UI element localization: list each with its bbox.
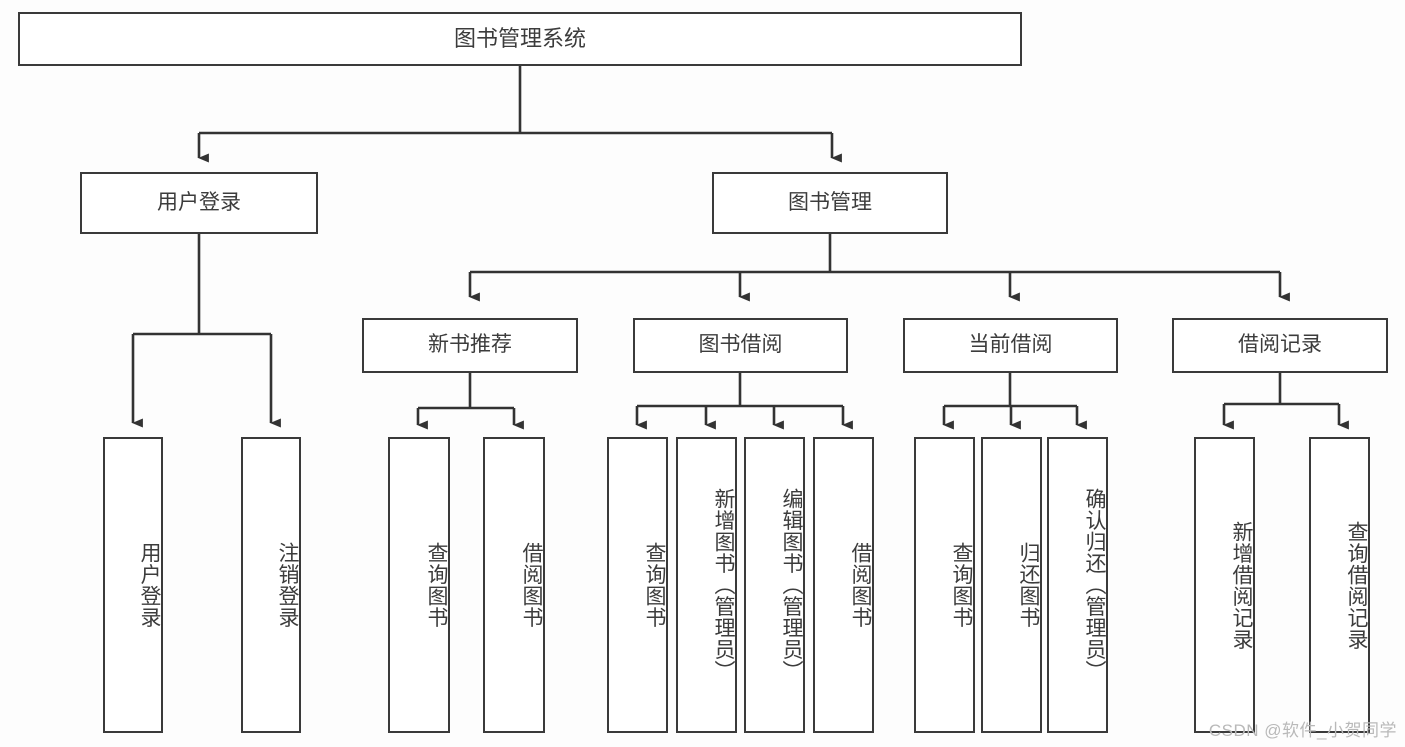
leaf-label: 新增图书（管理员） xyxy=(712,488,735,682)
node-user-login[interactable]: 用户登录 xyxy=(80,172,318,234)
node-current-borrow[interactable]: 当前借阅 xyxy=(903,318,1118,373)
leaf-label: 查询图书 xyxy=(425,542,448,628)
node-book-management[interactable]: 图书管理 xyxy=(712,172,948,234)
leaf-label: 用户登录 xyxy=(138,542,161,628)
leaf-borrow-record-query[interactable]: 查询借阅记录 xyxy=(1309,437,1370,733)
leaf-book-borrow-borrow[interactable]: 借阅图书 xyxy=(813,437,874,733)
leaf-label: 借阅图书 xyxy=(849,542,872,628)
node-current-borrow-label: 当前借阅 xyxy=(968,333,1053,357)
leaf-user-login-logout[interactable]: 注销登录 xyxy=(241,437,301,733)
leaf-label: 查询图书 xyxy=(950,542,973,628)
node-root-label: 图书管理系统 xyxy=(453,26,586,52)
leaf-book-borrow-add[interactable]: 新增图书（管理员） xyxy=(676,437,737,733)
leaf-label: 归还图书 xyxy=(1017,542,1040,628)
node-new-book-recommend-label: 新书推荐 xyxy=(428,333,512,357)
leaf-label: 新增借阅记录 xyxy=(1230,520,1253,650)
node-borrow-record[interactable]: 借阅记录 xyxy=(1172,318,1388,373)
leaf-new-book-borrow[interactable]: 借阅图书 xyxy=(483,437,545,733)
leaf-current-borrow-query[interactable]: 查询图书 xyxy=(914,437,975,733)
leaf-user-login-login[interactable]: 用户登录 xyxy=(103,437,163,733)
node-user-login-label: 用户登录 xyxy=(157,190,241,214)
leaf-label: 注销登录 xyxy=(276,542,299,628)
leaf-label: 确认归还（管理员） xyxy=(1083,488,1106,682)
node-book-borrow-label: 图书借阅 xyxy=(698,333,783,357)
watermark: CSDN @软件_小贺同学 xyxy=(1208,721,1397,740)
leaf-label: 查询图书 xyxy=(643,542,666,628)
leaf-borrow-record-add[interactable]: 新增借阅记录 xyxy=(1194,437,1255,733)
leaf-new-book-query[interactable]: 查询图书 xyxy=(388,437,450,733)
node-new-book-recommend[interactable]: 新书推荐 xyxy=(362,318,578,373)
leaf-book-borrow-query[interactable]: 查询图书 xyxy=(607,437,668,733)
leaf-label: 编辑图书（管理员） xyxy=(780,488,803,682)
leaf-label: 借阅图书 xyxy=(520,542,543,628)
node-book-borrow[interactable]: 图书借阅 xyxy=(633,318,848,373)
node-root[interactable]: 图书管理系统 xyxy=(18,12,1022,66)
leaf-label: 查询借阅记录 xyxy=(1345,520,1368,650)
node-book-management-label: 图书管理 xyxy=(788,190,872,214)
leaf-book-borrow-edit[interactable]: 编辑图书（管理员） xyxy=(744,437,805,733)
leaf-current-borrow-return[interactable]: 归还图书 xyxy=(981,437,1042,733)
leaf-current-borrow-confirm[interactable]: 确认归还（管理员） xyxy=(1047,437,1108,733)
node-borrow-record-label: 借阅记录 xyxy=(1238,333,1322,357)
